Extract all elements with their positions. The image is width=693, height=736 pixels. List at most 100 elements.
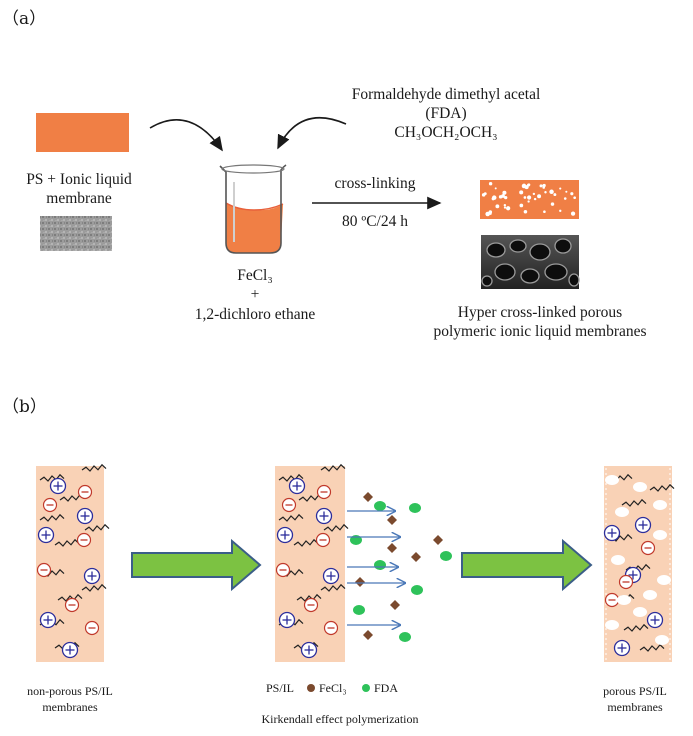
arrow-label-bottom: 80 ºC/24 h [342,213,408,230]
polymer-chain [81,463,107,472]
cation-icon [288,477,306,495]
anion-icon [42,497,58,513]
polymer-chain [278,513,304,522]
pore-dot [550,202,555,206]
reagent-formula: CH₃OCH₂OCH₃ [394,124,498,141]
reagent-name: Formaldehyde dimethyl acetal [351,86,541,103]
curved-arrow-right [277,116,347,150]
pore-dot [527,200,530,203]
polymer-chain [84,523,110,532]
panel-a-label: （a） [2,9,47,29]
pore-dot [559,187,562,190]
panel-b-label: （b） [2,397,47,417]
cation-icon [322,567,340,585]
reagent-abbrev: (FDA) [425,105,467,122]
pore-dot [502,190,507,195]
porous-membrane-rect [480,180,579,219]
pore-dot [549,189,554,195]
cation-icon [49,477,67,495]
catalyst-line3: 1,2-dichloro ethane [194,306,316,323]
polymer-chain [621,498,647,507]
pore-void [633,482,647,492]
pore-dot [495,204,500,209]
fda-particle [353,605,365,615]
pore-dot [489,212,492,215]
legend-psil-label: PS/IL [266,681,295,695]
pore-dot [532,192,536,196]
cation-icon [37,526,55,544]
pore-dot [553,193,557,197]
polymer-chain [323,523,349,532]
anion-icon [604,592,620,608]
polymer-chain [57,593,83,602]
pore-dot [506,206,511,211]
cation-icon [83,567,101,585]
anion-icon [303,597,319,613]
pore-void [605,620,619,630]
catalyst-line2: + [250,286,260,303]
fecl3-particle [390,600,400,610]
pore-void [655,635,669,645]
pore-dot [523,210,528,214]
cation-icon [634,516,652,534]
pore-dot [501,194,505,198]
legend-fecl3-label: FeCl₃ [319,681,347,695]
cation-icon [39,611,57,629]
pore-dot [494,187,497,190]
left-caption-line1: non-porous PS/IL [27,684,113,698]
green-arrow-2 [461,538,593,592]
pore-void [643,590,657,600]
pore-dot [527,195,532,200]
anion-icon [281,497,297,513]
pore-dot [544,191,547,194]
anion-icon [640,540,656,556]
fecl3-particle [387,515,397,525]
polymer-chain [623,623,649,632]
cation-icon [300,641,318,659]
pore-void [611,555,625,565]
pore-dot [504,195,508,200]
pore-dot [533,197,537,201]
anion-icon [316,484,332,500]
cation-icon [76,507,94,525]
pore-dot [539,184,543,188]
right-caption-line1: porous PS/IL [603,684,667,698]
polymer-chain [39,473,65,482]
pore-void [657,575,671,585]
legend-fda-dot [362,684,370,692]
middle-caption: Kirkendall effect polymerization [261,712,419,726]
pore-dot [519,190,524,195]
anion-icon [323,620,339,636]
fda-particle [399,632,411,642]
pore-dot [519,203,524,208]
left-caption-line2: membranes [42,700,98,714]
anion-icon [618,574,634,590]
pore-void [653,530,667,540]
anion-icon [36,562,52,578]
fda-particle [409,503,421,513]
pore-dot [481,193,486,197]
polymer-chain [39,513,65,522]
legend-fecl3-dot [307,684,315,692]
fecl3-particle [363,630,373,640]
pore-dot [570,211,576,216]
cation-icon [613,639,631,657]
porous-sem-image [481,235,580,289]
fda-particle [440,551,452,561]
cation-icon [278,611,296,629]
pore-void [633,607,647,617]
polymer-chain [320,583,346,592]
pore-dot [563,197,567,200]
pore-dot [503,203,507,207]
pore-dot [573,196,576,200]
fecl3-particle [387,543,397,553]
polymer-chain [81,583,107,592]
beaker-icon [219,164,287,254]
pore-dot [526,183,530,187]
polymer-chain [278,473,304,482]
pore-void [617,595,631,605]
right-caption-line2: membranes [607,700,663,714]
fecl3-particle [411,552,421,562]
membrane-label-line2: membrane [46,190,112,207]
